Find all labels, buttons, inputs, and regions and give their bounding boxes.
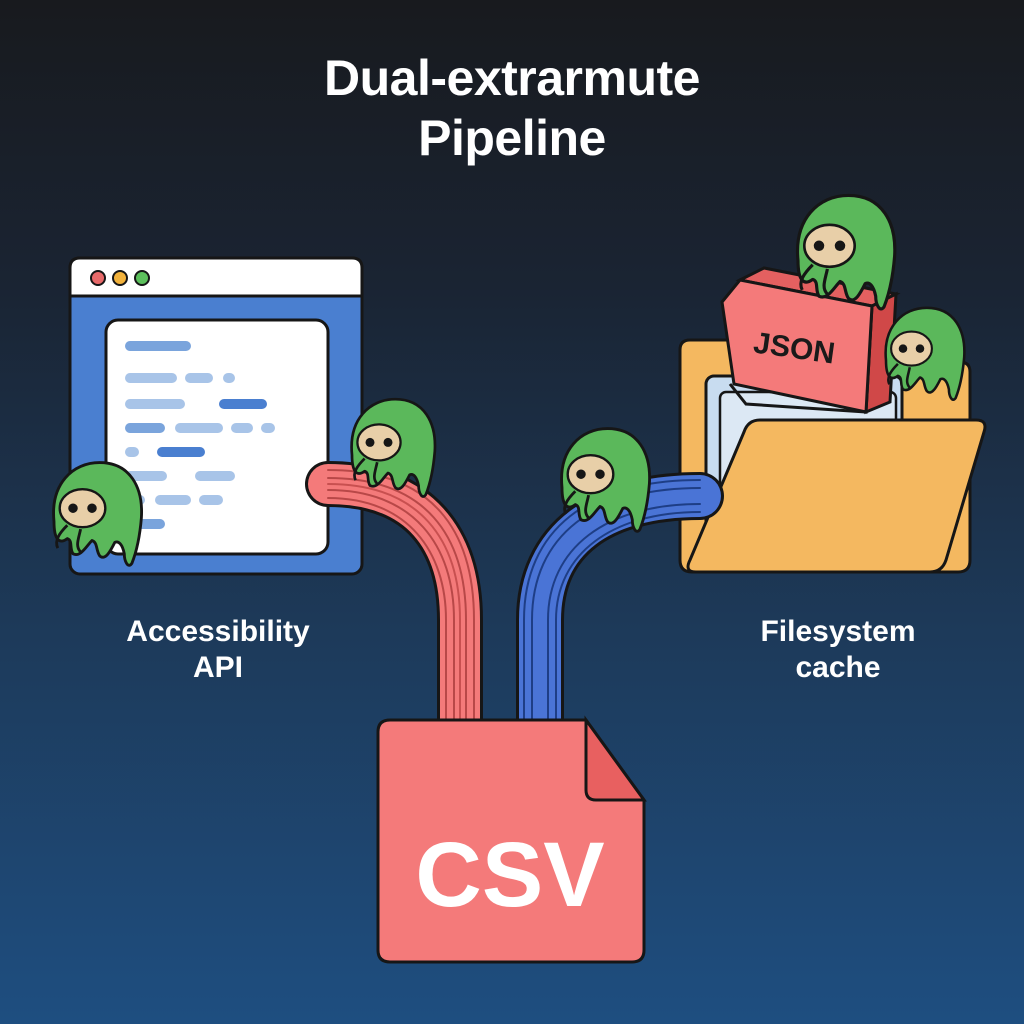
maximize-dot-icon	[134, 270, 150, 286]
left-source-line2: API	[192, 651, 243, 684]
close-dot-icon	[90, 270, 106, 286]
right-source-line2: cache	[795, 651, 881, 684]
right-source-line1: Filesystem	[760, 615, 916, 648]
green-mascot-icon	[52, 461, 144, 567]
left-source-line1: Accessibility	[126, 615, 310, 648]
diagram-title-line1: Dual-extrarmute	[324, 50, 700, 106]
red-pipe-bundle	[305, 461, 483, 753]
blue-pipe-bundle	[516, 472, 724, 772]
left-source-label: Accessibility API	[100, 614, 336, 686]
right-source-label: Filesystem cache	[720, 614, 956, 686]
minimize-dot-icon	[112, 270, 128, 286]
csv-label: CSV	[415, 824, 604, 926]
browser-window-icon	[68, 256, 364, 576]
folder-icon	[678, 338, 987, 574]
csv-file-icon: CSV	[376, 715, 647, 964]
diagram-title-line2: Pipeline	[418, 110, 606, 166]
